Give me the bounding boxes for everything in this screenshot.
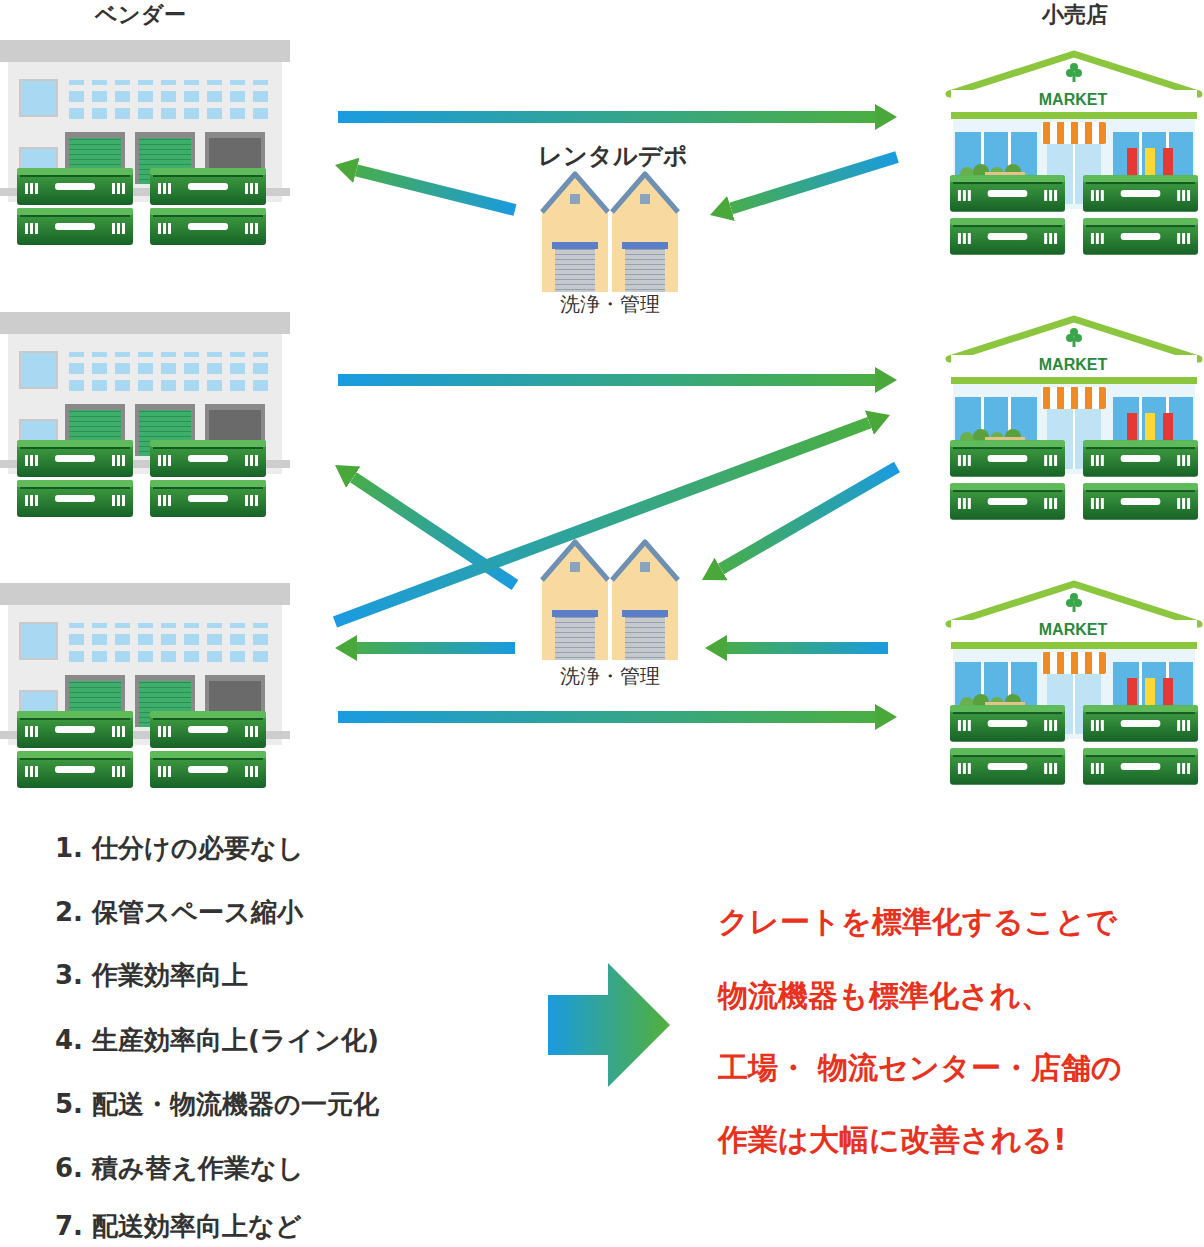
diagram-node: MARKET bbox=[945, 565, 1203, 785]
diagram-node: 洗浄・管理 bbox=[520, 525, 700, 695]
node-text: 洗浄・管理 bbox=[560, 664, 660, 689]
diagram-node bbox=[0, 312, 290, 517]
vendor-building bbox=[0, 312, 290, 517]
flow-arrow bbox=[338, 711, 875, 723]
node-text: MARKET bbox=[1039, 620, 1107, 640]
market-building bbox=[949, 54, 1199, 255]
depot-building bbox=[542, 174, 678, 292]
list-item: 5. 配送・物流機器の一元化 bbox=[55, 1088, 379, 1120]
list-item: 2. 保管スペース縮小 bbox=[55, 896, 303, 928]
list-item: 4. 生産効率向上(ライン化) bbox=[55, 1024, 379, 1056]
diagram-node: ベンダー bbox=[0, 0, 290, 245]
node-text: MARKET bbox=[1039, 90, 1107, 110]
flow-arrow bbox=[338, 111, 875, 123]
list-item: 6. 積み替え作業なし bbox=[55, 1152, 304, 1184]
market-building bbox=[949, 319, 1199, 520]
node-text: 洗浄・管理 bbox=[560, 292, 660, 317]
flow-arrow bbox=[357, 642, 515, 654]
diagram-node: レンタルデポ洗浄・管理 bbox=[520, 140, 700, 320]
node-text: レンタルデポ bbox=[538, 141, 688, 171]
result-arrow bbox=[548, 963, 670, 1087]
flow-arrow bbox=[731, 157, 897, 208]
flow-arrow bbox=[335, 423, 869, 622]
depot-building bbox=[542, 542, 678, 660]
diagram-node: MARKET bbox=[945, 300, 1203, 520]
vendor-building bbox=[0, 583, 290, 788]
conclusion-text: 工場・ 物流センター・店舗の bbox=[718, 1048, 1122, 1088]
node-text: MARKET bbox=[1039, 355, 1107, 375]
node-text: ベンダー bbox=[95, 1, 186, 29]
flow-arrow bbox=[338, 374, 875, 386]
vendor-building bbox=[0, 40, 290, 245]
flow-arrow bbox=[721, 467, 897, 569]
diagram-node: 小売店 MARKET bbox=[945, 0, 1203, 255]
node-text: 小売店 bbox=[1042, 1, 1108, 29]
conclusion-text: クレートを標準化することで bbox=[718, 902, 1117, 942]
list-item: 1. 仕分けの必要なし bbox=[55, 832, 304, 864]
market-building bbox=[949, 584, 1199, 785]
flow-arrow bbox=[356, 170, 515, 210]
conclusion-text: 作業は大幅に改善される! bbox=[718, 1120, 1067, 1160]
conclusion-text: 物流機器も標準化され、 bbox=[718, 976, 1051, 1016]
diagram-node bbox=[0, 585, 290, 785]
flow-arrow bbox=[727, 642, 888, 654]
list-item: 3. 作業効率向上 bbox=[55, 959, 248, 991]
list-item: 7. 配送効率向上など bbox=[55, 1210, 302, 1242]
